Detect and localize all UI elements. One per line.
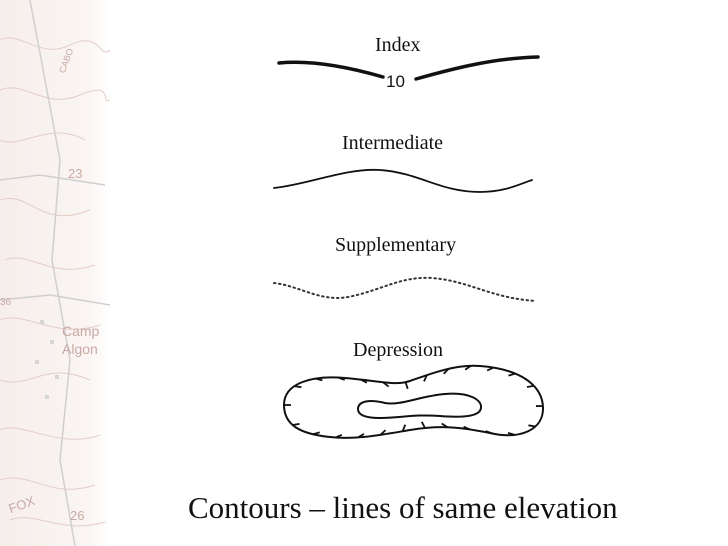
depression-tick	[423, 374, 428, 382]
map-contour	[0, 477, 96, 490]
depression-hachures	[284, 365, 543, 439]
map-contour	[0, 317, 101, 330]
depression-tick	[357, 433, 365, 439]
map-road	[0, 174, 106, 186]
map-label-26: 26	[70, 508, 84, 523]
supplementary-contour-line	[273, 276, 537, 302]
depression-tick	[379, 429, 387, 436]
map-contour	[0, 37, 110, 53]
index-contour-line-right	[414, 55, 540, 81]
map-building	[55, 375, 59, 379]
map-contour	[0, 132, 86, 143]
depression-tick	[382, 381, 390, 388]
slide-caption: Contours – lines of same elevation	[188, 490, 618, 525]
depression-tick	[315, 377, 323, 382]
depression-tick	[360, 378, 368, 384]
intermediate-label: Intermediate	[342, 132, 444, 154]
map-building	[50, 340, 54, 344]
map-road	[0, 294, 110, 306]
index-contour-value: 10	[386, 72, 405, 91]
depression-tick	[337, 376, 346, 381]
map-building	[35, 360, 39, 364]
depression-tick	[507, 432, 515, 436]
depression-tick	[335, 433, 343, 439]
depression-inner-contour	[356, 392, 482, 420]
map-label-algon: Algon	[62, 341, 98, 357]
depression-tick	[312, 431, 321, 436]
map-contour	[9, 517, 106, 527]
map-contour	[4, 257, 96, 270]
depression-label: Depression	[353, 339, 443, 361]
index-label: Index	[375, 34, 421, 56]
depression-outer-contour	[282, 364, 545, 439]
topographic-map-background: Camp Algon FOX 23 26 36 CABO	[0, 0, 110, 546]
map-contour	[0, 427, 101, 440]
supplementary-label: Supplementary	[335, 234, 457, 256]
map-label-23: 23	[68, 166, 82, 181]
depression-tick	[464, 365, 472, 371]
depression-tick	[441, 422, 449, 429]
depression-tick	[485, 430, 493, 435]
map-label-camp: Camp	[62, 323, 100, 339]
map-label-36: 36	[0, 297, 12, 308]
map-road	[29, 0, 76, 546]
depression-tick	[508, 372, 516, 377]
map-building	[40, 320, 44, 324]
map-contour	[0, 87, 110, 102]
depression-tick	[463, 425, 471, 431]
depression-tick	[486, 366, 494, 372]
depression-tick	[420, 421, 426, 429]
depression-tick	[528, 424, 536, 428]
depression-tick	[292, 423, 300, 426]
index-contour-line-left	[277, 60, 385, 79]
map-contour	[0, 372, 91, 383]
depression-tick	[294, 385, 302, 389]
depression-tick	[443, 368, 450, 375]
depression-tick	[526, 385, 535, 388]
intermediate-contour-line	[273, 168, 533, 193]
depression-tick	[404, 381, 409, 390]
map-building	[45, 395, 49, 399]
depression-tick	[401, 424, 407, 432]
map-contour	[0, 197, 91, 217]
